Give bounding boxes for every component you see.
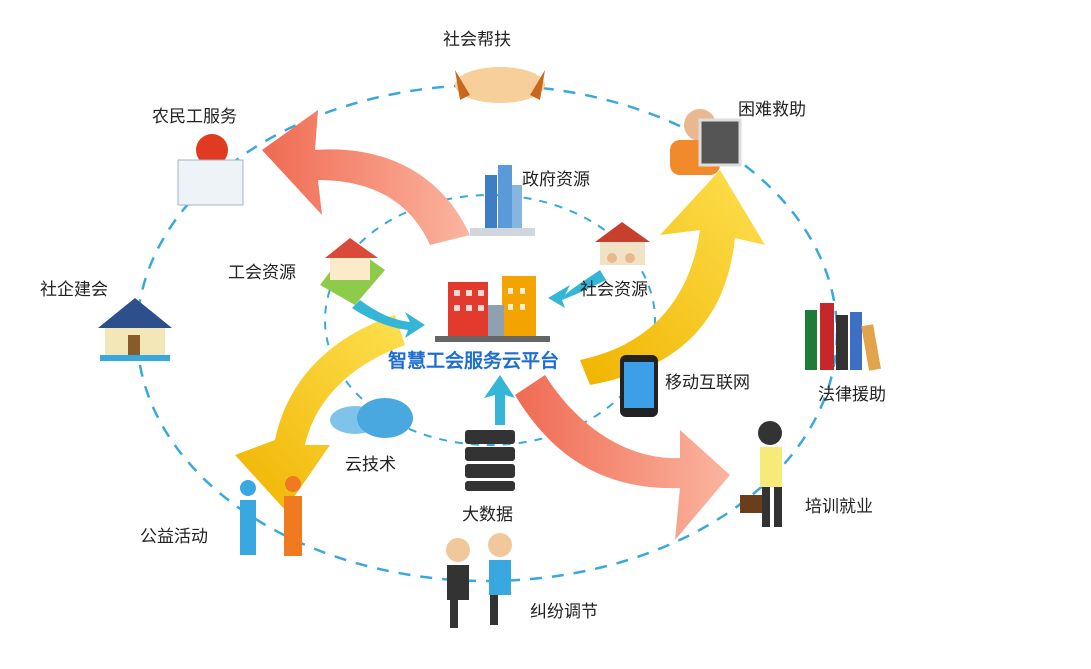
node-enterprise-union: 社企建会 <box>40 280 108 300</box>
training-person-icon <box>740 421 782 527</box>
node-dispute-mediation: 纠纷调节 <box>530 602 598 622</box>
government-building-icon <box>470 165 535 236</box>
node-social-resources: 社会资源 <box>580 280 648 300</box>
migrant-worker-icon <box>177 134 244 206</box>
arrow-to-public-welfare <box>235 315 405 510</box>
platform-buildings-icon <box>435 276 550 342</box>
node-gov-resources: 政府资源 <box>522 170 590 190</box>
node-legal-aid: 法律援助 <box>818 385 886 405</box>
mobile-phone-icon <box>620 355 658 417</box>
node-hardship-aid: 困难救助 <box>738 100 806 120</box>
union-house-icon <box>320 238 385 305</box>
server-icon <box>465 430 515 491</box>
node-public-welfare: 公益活动 <box>140 527 208 547</box>
node-big-data: 大数据 <box>462 505 513 525</box>
node-migrant-service: 农民工服务 <box>152 107 237 127</box>
mediation-people-icon <box>446 533 512 628</box>
cloud-icon <box>330 398 413 438</box>
arrow-union-to-center <box>352 300 425 338</box>
node-mobile-internet: 移动互联网 <box>665 373 750 393</box>
enterprise-house-icon <box>98 298 172 361</box>
inner-dashed-ring <box>324 194 656 446</box>
node-social-support: 社会帮扶 <box>443 30 511 50</box>
arrow-to-migrant-service <box>262 110 470 245</box>
welfare-people-icon <box>240 476 302 556</box>
law-books-icon <box>805 303 881 371</box>
node-cloud-tech: 云技术 <box>345 455 396 475</box>
center-platform-label: 智慧工会服务云平台 <box>388 350 560 372</box>
arrow-to-training <box>515 375 730 540</box>
node-union-resources: 工会资源 <box>228 263 296 283</box>
hardship-person-icon <box>670 109 742 175</box>
node-training-employment: 培训就业 <box>805 497 873 517</box>
family-house-icon <box>595 222 650 265</box>
handshake-icon <box>455 67 545 103</box>
arrow-to-hardship-aid <box>580 170 765 385</box>
arrow-social-to-center <box>548 270 606 308</box>
arrow-data-to-center <box>484 375 515 425</box>
